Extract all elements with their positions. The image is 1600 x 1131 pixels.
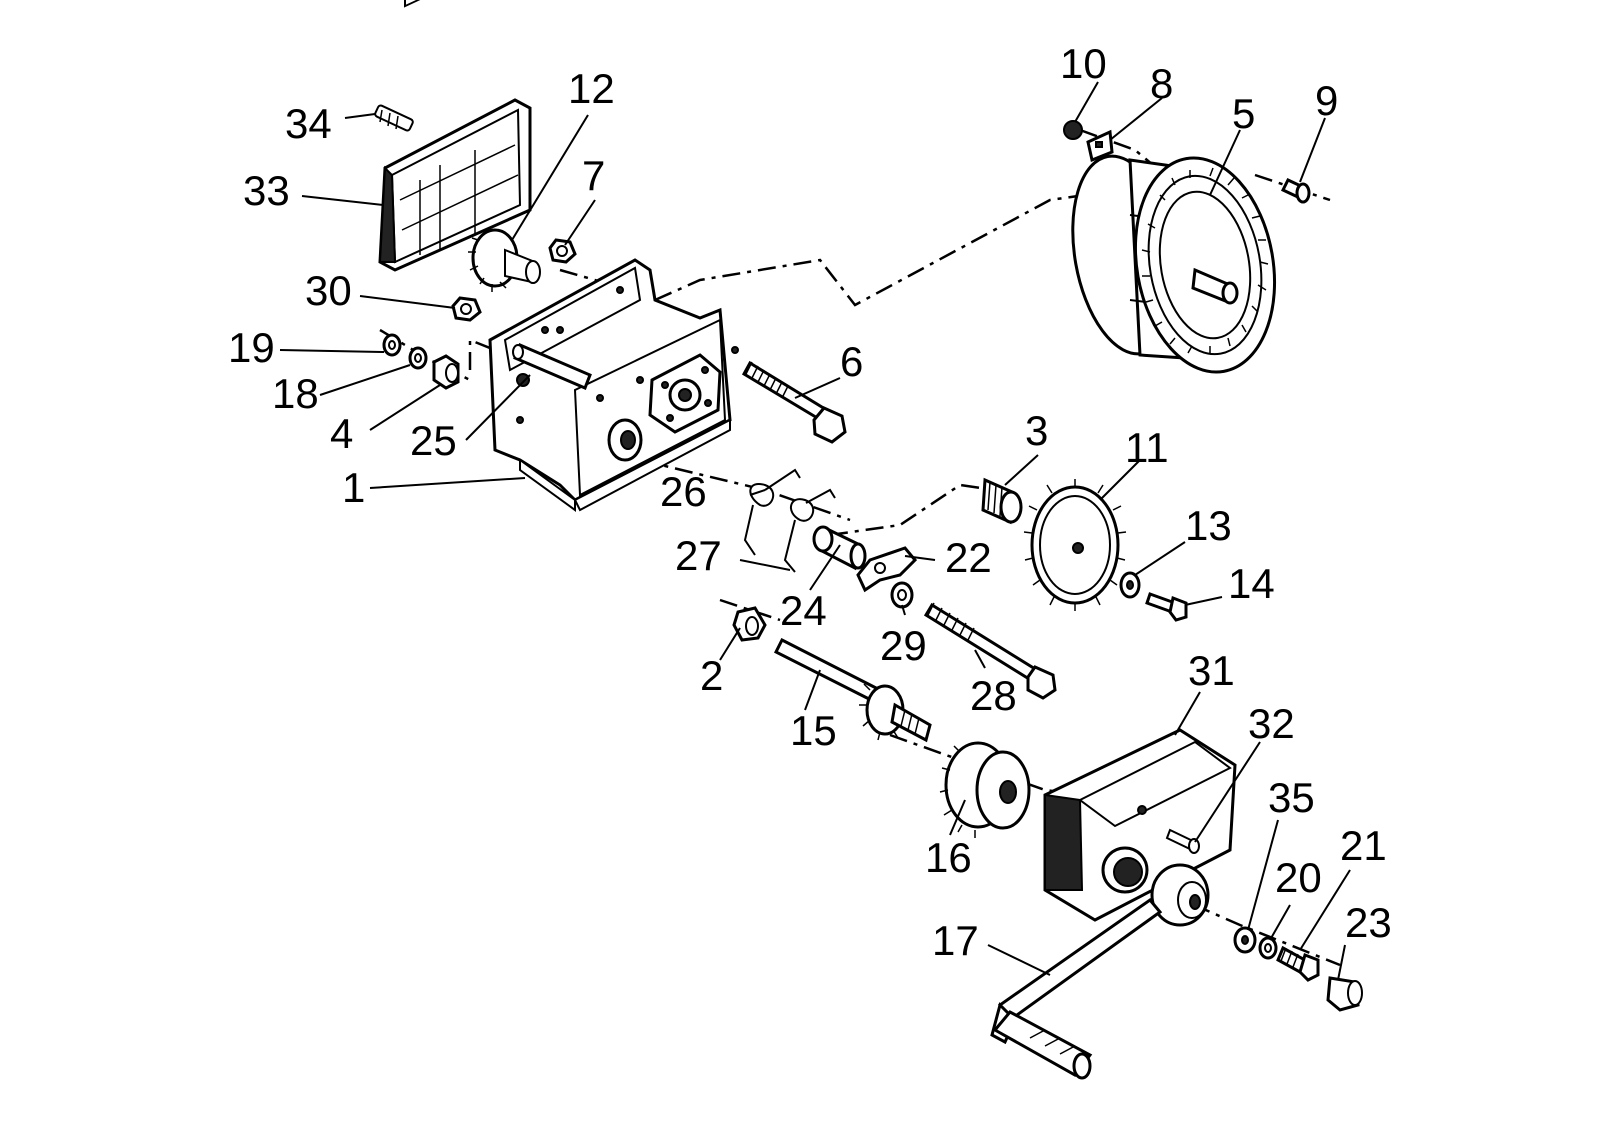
callout-25: 25 [410,417,457,464]
part-17-crank-handle [990,863,1210,1080]
part-3-roller-bearing [981,477,1023,525]
part-33-side-plate [378,0,532,272]
callout-5: 5 [1232,90,1255,137]
callout-34: 34 [285,100,332,147]
callout-3: 3 [1025,407,1048,454]
part-16-gear [939,741,1031,838]
part-29-washer [890,581,914,609]
part-32-screw [1165,828,1200,854]
callout-22: 22 [945,534,992,581]
part-35-washer [1233,926,1257,954]
callout-17: 17 [932,917,979,964]
part-5-drum [1071,154,1277,374]
callout-4: 4 [330,410,353,457]
callout-9: 9 [1315,77,1338,124]
callout-12: 12 [568,65,615,112]
part-31-gear-cover [1043,728,1237,922]
part-22-pawl [856,546,918,593]
callout-30: 30 [305,267,352,314]
callout-26: 26 [660,468,707,515]
part-24-sleeve [812,525,867,571]
callout-21: 21 [1340,822,1387,869]
part-6-bolt [741,360,847,444]
callout-29: 29 [880,622,927,669]
callout-8: 8 [1150,60,1173,107]
part-28-bolt [923,602,1057,700]
callout-7: 7 [582,152,605,199]
callout-14: 14 [1228,560,1275,607]
leader-lines [279,81,1351,981]
callout-27: 27 [675,532,722,579]
part-30-nut [451,296,482,322]
callout-labels: 1 2 3 4 5 6 7 8 9 10 11 12 13 14 15 16 1… [228,40,1392,964]
callout-23: 23 [1345,899,1392,946]
part-14-bolt [1145,592,1188,622]
part-27-spring [783,488,836,573]
callout-13: 13 [1185,502,1232,549]
part-15-drive-shaft [773,637,932,743]
part-9-pin [1280,178,1311,204]
callout-18: 18 [272,370,319,417]
callout-20: 20 [1275,854,1322,901]
callout-33: 33 [243,167,290,214]
part-34-screw [374,104,414,132]
part-23-cap [1326,976,1363,1012]
part-26-spring [743,468,801,556]
part-10-ball [1063,120,1083,140]
part-13-washer [1119,571,1141,599]
callout-28: 28 [970,672,1017,719]
part-1-frame [488,258,739,512]
part-12-pinion-gear [468,228,541,292]
callout-19: 19 [228,324,275,371]
part-18-washer [408,346,428,370]
callout-1: 1 [342,464,365,511]
callout-15: 15 [790,707,837,754]
callout-6: 6 [840,338,863,385]
callout-2: 2 [700,652,723,699]
callout-35: 35 [1268,774,1315,821]
part-20-washer [1258,936,1278,960]
part-19-washer [382,333,402,357]
part-11-large-gear [1023,479,1127,611]
callout-16: 16 [925,834,972,881]
part-21-bolt [1276,945,1320,982]
part-4-bushing [432,354,460,390]
callout-11: 11 [1125,424,1169,471]
callout-10: 10 [1060,40,1107,87]
part-7-nut [548,238,577,264]
part-8-clip [1086,129,1114,163]
part-2-bushing [732,606,767,642]
part-25-shaft [512,343,592,390]
callout-24: 24 [780,587,827,634]
callout-32: 32 [1248,700,1295,747]
callout-31: 31 [1188,647,1235,694]
